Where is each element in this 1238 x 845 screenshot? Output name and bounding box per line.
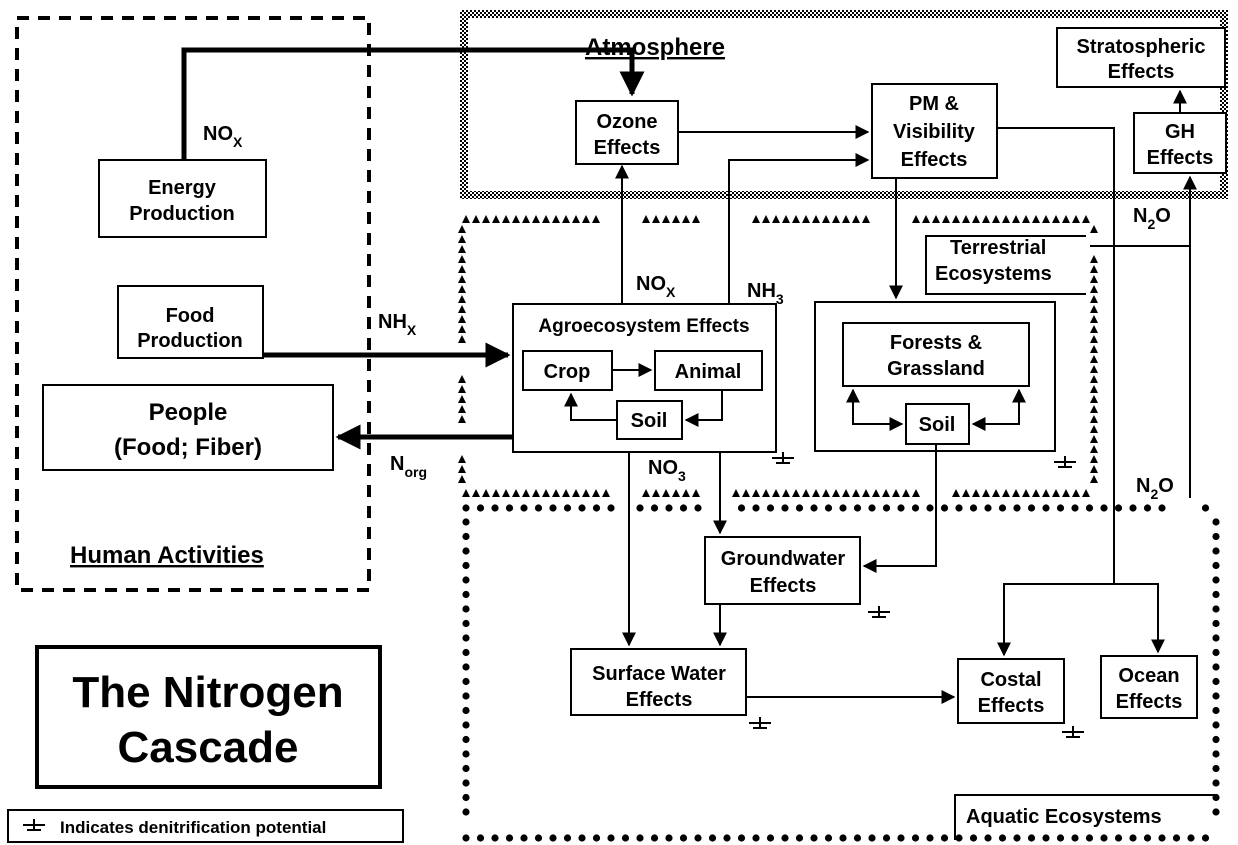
forests-line1: Forests & bbox=[890, 332, 982, 354]
animal-to-soil-arrow bbox=[684, 390, 723, 427]
legend-box bbox=[7, 809, 404, 843]
surface-water-line2: Effects bbox=[626, 689, 693, 711]
agro-nh3-to-pm-arrow bbox=[728, 153, 870, 304]
people-line2: (Food; Fiber) bbox=[114, 434, 262, 461]
label-nox-energy: NOX bbox=[203, 123, 243, 150]
surface-denitrification-icon bbox=[748, 716, 772, 729]
food-production-line1: Food bbox=[166, 305, 215, 327]
forest-soil-label: Soil bbox=[919, 414, 956, 436]
crop-label: Crop bbox=[544, 361, 591, 383]
surface-water-line1: Surface Water bbox=[592, 663, 726, 685]
ocean-line2: Effects bbox=[1116, 691, 1183, 713]
forest-soil-box bbox=[905, 403, 970, 445]
costal-effects-box bbox=[957, 658, 1065, 724]
atmosphere-region bbox=[460, 10, 1228, 199]
groundwater-line2: Effects bbox=[750, 575, 817, 597]
human-activities-title: Human Activities bbox=[70, 542, 264, 569]
agro-denitrification-icon bbox=[771, 451, 795, 464]
ocean-line1: Ocean bbox=[1118, 665, 1179, 687]
forest-soil-right-arrow bbox=[971, 388, 1026, 431]
split-to-costal-arrow bbox=[997, 583, 1114, 657]
forest-soil-to-groundwater-arrow bbox=[862, 444, 937, 573]
label-nh3: NH3 bbox=[747, 280, 784, 307]
pm-visibility-line2: Visibility bbox=[893, 121, 976, 143]
terrestrial-label-bracket bbox=[925, 235, 1086, 295]
forests-line2: Grassland bbox=[887, 358, 985, 380]
human-activities-region bbox=[15, 16, 371, 592]
terrestrial-region-border bbox=[458, 215, 1098, 497]
agro-soil-label: Soil bbox=[631, 410, 668, 432]
crop-box bbox=[522, 350, 613, 391]
energy-to-ozone-arrow bbox=[181, 47, 645, 160]
energy-production-line2: Production bbox=[129, 203, 235, 225]
label-no3: NO3 bbox=[648, 457, 686, 484]
agroecosystem-title: Agroecosystem Effects bbox=[538, 316, 749, 337]
groundwater-line1: Groundwater bbox=[721, 548, 846, 570]
label-nox-agro: NOX bbox=[636, 273, 676, 300]
label-n2o-aquatic: N2O bbox=[1136, 475, 1174, 502]
food-production-box bbox=[117, 285, 264, 359]
forests-grassland-box bbox=[842, 322, 1030, 387]
label-n2o-terrestrial: N2O bbox=[1133, 205, 1171, 232]
groundwater-box bbox=[704, 536, 861, 605]
title-line2: Cascade bbox=[117, 723, 298, 772]
agro-soil-box bbox=[616, 400, 683, 440]
forest-denitrification-icon bbox=[1053, 455, 1077, 468]
pm-visibility-box bbox=[871, 83, 998, 179]
ozone-effects-line2: Effects bbox=[594, 137, 661, 159]
label-norg: Norg bbox=[390, 453, 427, 480]
legend-text: Indicates denitrification potential bbox=[60, 818, 326, 837]
stratospheric-line2: Effects bbox=[1108, 61, 1175, 83]
people-box bbox=[42, 384, 334, 471]
surface-water-box bbox=[570, 648, 747, 716]
title-box bbox=[35, 645, 382, 789]
label-nhx-food: NHX bbox=[378, 311, 417, 338]
ozone-effects-box bbox=[575, 100, 679, 165]
gh-effects-line1: GH bbox=[1165, 121, 1195, 143]
aquatic-title-bracket bbox=[954, 794, 1215, 840]
costal-line2: Effects bbox=[978, 695, 1045, 717]
gh-effects-line2: Effects bbox=[1147, 147, 1214, 169]
energy-production-line1: Energy bbox=[148, 177, 217, 199]
pm-visibility-line1: PM & bbox=[909, 93, 959, 115]
aquatic-title: Aquatic Ecosystems bbox=[966, 806, 1162, 828]
pm-visibility-line3: Effects bbox=[901, 149, 968, 171]
groundwater-denitrification-icon bbox=[867, 605, 891, 618]
title-line1: The Nitrogen bbox=[72, 668, 343, 717]
food-production-line2: Production bbox=[137, 330, 243, 352]
stratospheric-line1: Stratospheric bbox=[1077, 36, 1206, 58]
soil-to-crop-arrow bbox=[564, 392, 617, 421]
animal-box bbox=[654, 350, 763, 391]
stratospheric-box bbox=[1056, 27, 1226, 88]
split-to-ocean-arrow bbox=[1114, 583, 1165, 654]
people-line1: People bbox=[149, 399, 228, 426]
aquatic-region-border bbox=[462, 504, 1220, 842]
terrestrial-title-line2: Ecosystems bbox=[935, 263, 1052, 285]
ocean-effects-box bbox=[1100, 655, 1198, 719]
animal-label: Animal bbox=[675, 361, 742, 383]
terrestrial-title-line1: Terrestrial bbox=[950, 237, 1046, 259]
costal-line1: Costal bbox=[980, 669, 1041, 691]
costal-denitrification-icon bbox=[1061, 725, 1085, 738]
forest-soil-left-arrow bbox=[846, 388, 904, 431]
pm-to-coastal-line bbox=[997, 127, 1115, 584]
ozone-effects-line1: Ozone bbox=[596, 111, 657, 133]
